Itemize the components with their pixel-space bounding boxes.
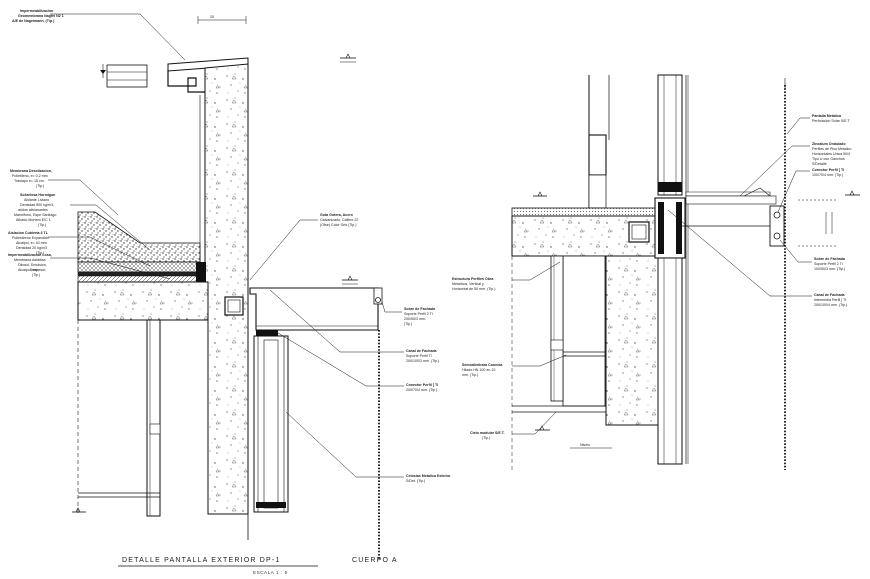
annotation-text: Polietileno, e= 0,2 mm — [12, 174, 48, 178]
beam-opening — [562, 255, 606, 407]
annotation-text: Membrana Asfaltica — [14, 258, 46, 262]
annotation-text: Poliestireno Expandido — [12, 236, 49, 240]
annotation-text: (Tip.) — [404, 322, 412, 326]
roof-screed — [77, 211, 201, 263]
vertical-stud — [550, 255, 564, 402]
annotation-text: (Tip.) — [36, 251, 44, 255]
annotation-text: S/Det. (Tip.) — [406, 479, 425, 483]
left-detail-annotations: Impermeabilizacion Geomembrana Nagfel N2… — [8, 9, 451, 483]
annotation-text: (Ofse) Color Gris (Tip.) — [320, 223, 356, 227]
slab-top-layer — [511, 207, 659, 217]
annotation-text: 3mm, — [30, 268, 39, 272]
right-detail-annotations: Pantalla Metalica Perforacion Solar S/E.… — [452, 114, 851, 447]
annotation-text: mm. (Tip.) — [462, 373, 478, 377]
annotation-text: Perfiles de Piso Metalico — [812, 147, 851, 151]
annotation-text: Tipo U con Ganchos — [812, 157, 845, 161]
annotation-text: Aislacion Cubierta 3 TL — [8, 231, 49, 235]
annotation-text: 200/70/4 mm. (Tip.) — [406, 388, 437, 392]
annotation-text: Ditosol, Emulsion, — [18, 263, 47, 267]
annotation-text: 100/50/3 mm. (Tip.) — [814, 267, 845, 271]
level-marker — [845, 190, 860, 196]
annotation-text: Soporte Perfil Tl — [406, 354, 432, 358]
annotation-top-3: A/E de Nagelmann, (Tip.) — [12, 19, 55, 23]
drawing-title: DETALLE PANTALLA EXTERIOR DP-1 — [122, 557, 281, 564]
annotation-text: Celosias Metalica Exterior — [406, 474, 451, 478]
annotation-text: Conector Perfil [ Tl — [812, 168, 844, 172]
annotation-text: 200/100/3 mm. (Tip.) — [406, 359, 439, 363]
level-marker — [535, 425, 550, 431]
annotation-text: Membrana Desolizacion, — [10, 169, 52, 173]
annotation-text: 100/70/4 mm. (Tip.) — [812, 173, 843, 177]
annotation-text: Canal de Fachada — [406, 349, 438, 353]
annotation-top-1: Impermeabilizacion — [20, 9, 53, 13]
annotation-text: Zincalum Ondulado — [812, 142, 846, 146]
annotation-text: Horizontal de 50 mm. (Tip.) — [452, 287, 495, 291]
annotation-text: Densidad 800 kg/m3, — [20, 203, 54, 207]
zinc-sheet — [685, 191, 771, 197]
roof-waterproof — [77, 275, 206, 283]
annotation-text: 200/50/3 mm. — [404, 317, 426, 321]
upper-post — [588, 134, 607, 176]
annotation-text: Metalicos, Vertical y — [452, 282, 484, 286]
annotation-text: 20 — [210, 15, 214, 19]
annotation-text: Hilado HN 100 en 10 — [462, 368, 495, 372]
title-block: DETALLE PANTALLA EXTERIOR DP-1 ESCALA 1 … — [118, 557, 398, 575]
annotation-text: (Tip.) — [482, 436, 490, 440]
annotation-text: Intermedia Perfil [ Tl — [814, 298, 846, 302]
gutter-recess — [167, 70, 205, 93]
annotation-text: Densidad 20 kg/m3 — [16, 246, 47, 250]
annotation-text: Pantalla Metalica — [812, 114, 842, 118]
mullion-upper — [657, 74, 683, 196]
annotation-text: Perforacion Solar S/E.T. — [812, 119, 851, 123]
annotation-text: Marmifono, Espe Santiago — [14, 213, 56, 217]
annotation-text: S/Detalle — [812, 162, 827, 166]
annotation-text: Cielo modular S/E.T. — [470, 431, 505, 435]
concrete-wall — [204, 63, 249, 515]
lower-column — [146, 319, 161, 517]
roof-insulation — [77, 261, 201, 273]
annotation-text: Aislante Liviano — [24, 198, 49, 202]
annotation-text: aridos alivianantes — [18, 208, 48, 212]
level-marker — [533, 191, 547, 197]
annotation-text: Afirado Mortero E/C 1 — [16, 218, 51, 222]
annotation-text: (Tip.) — [36, 184, 44, 188]
bottom-level-label: Nivelo — [580, 443, 590, 447]
level-marker — [72, 507, 86, 513]
roof-membrane — [77, 271, 201, 277]
annotation-text: Alcalpol, e= 40 mm. — [16, 241, 48, 245]
annotation-text: Sobre de Fachada — [814, 257, 846, 261]
mullion-lower — [657, 257, 683, 465]
annotation-text: Soporte Perfil 2 Tl — [814, 262, 843, 266]
annotation-text: Gota Gotera, Acero — [320, 213, 354, 217]
annotation-text: Alcalpol, espesor, — [18, 268, 46, 272]
annotation-text: Sobre de Fachada — [404, 307, 436, 311]
annotation-text: Galvanizado, Calibre 22 — [320, 218, 358, 222]
right-section-detail — [511, 74, 860, 470]
annotation-top-2: Geomembrana Nagfel N2 1 — [18, 14, 64, 18]
left-section-detail: 20 — [48, 13, 404, 560]
drawing-subtitle: CUERPO A — [352, 557, 398, 564]
facade-channel — [249, 287, 379, 331]
annotation-text: Canal de Fachada — [814, 293, 846, 297]
level-marker — [342, 275, 358, 285]
annotation-text: (Tip.) — [32, 273, 40, 277]
drawing-scale: ESCALA 1 : 5 — [253, 570, 288, 575]
annotation-text: Impermeabilizacion Losa, — [8, 253, 52, 257]
annotation-text: Semodientrara Conecta — [462, 363, 503, 367]
annotation-text: Conector Perfil [ Tl — [406, 383, 438, 387]
annotation-text: Horizontales Unica 50/4 — [812, 152, 850, 156]
annotation-text: 200/100/4 mm. (Tip.) — [814, 303, 847, 307]
annotation-text: Sobrelosa Hormigon — [20, 193, 55, 197]
level-marker — [340, 53, 356, 63]
annotation-text: Soporte Perfil 2 Tl — [404, 312, 433, 316]
level-marker — [100, 64, 106, 78]
top-slab-stub — [106, 64, 148, 88]
annotation-text: Estructura Perfiles Obra — [452, 277, 494, 281]
annotation-text: Traslapo e= 15 cm. — [14, 179, 45, 183]
roof-slab — [77, 281, 209, 321]
annotation-text: (Tip.) — [38, 223, 46, 227]
